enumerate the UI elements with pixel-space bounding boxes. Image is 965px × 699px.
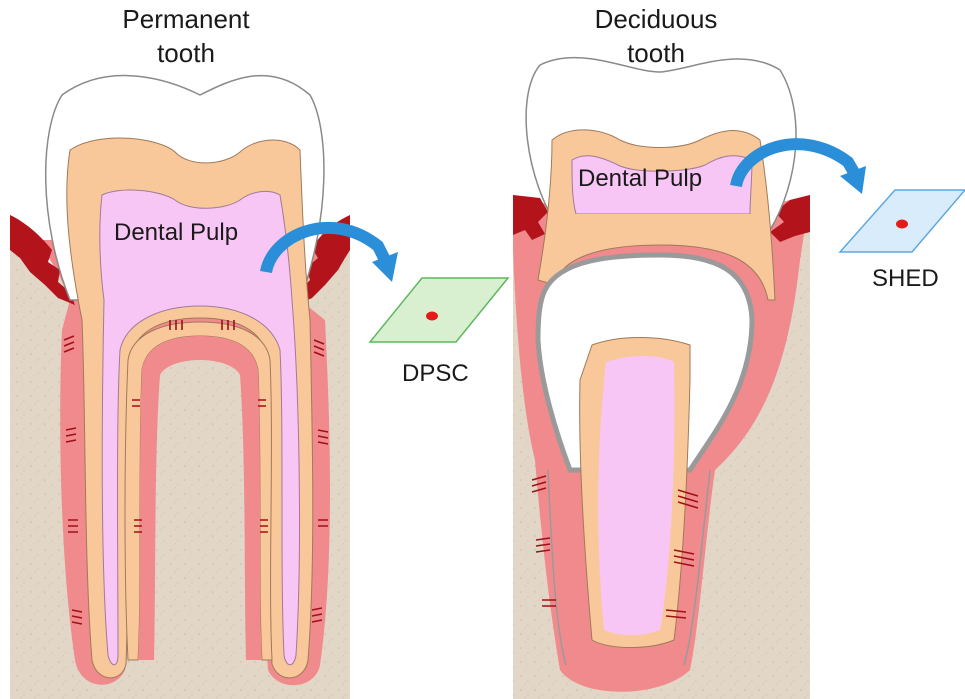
successor-tooth-pulp [598,356,674,635]
permanent-tooth [10,76,350,699]
cell-dot-icon [896,220,908,229]
deciduous-title-line1: Deciduous [595,4,718,34]
culture-plate-icon [370,278,508,342]
permanent-title-line2: tooth [157,38,215,68]
permanent-title-line1: Permanent [122,4,250,34]
permanent-pulp-label: Dental Pulp [114,219,238,246]
deciduous-pulp-label: Dental Pulp [578,165,702,192]
cell-dot-icon [426,312,438,321]
shed-label: SHED [872,265,939,292]
shed-culture-plate: SHED [840,190,965,292]
dpsc-label: DPSC [402,360,469,387]
dpsc-culture-plate: DPSC [370,278,508,387]
permanent-interradicular-bone [154,360,246,660]
deciduous-title-line2: tooth [627,38,685,68]
